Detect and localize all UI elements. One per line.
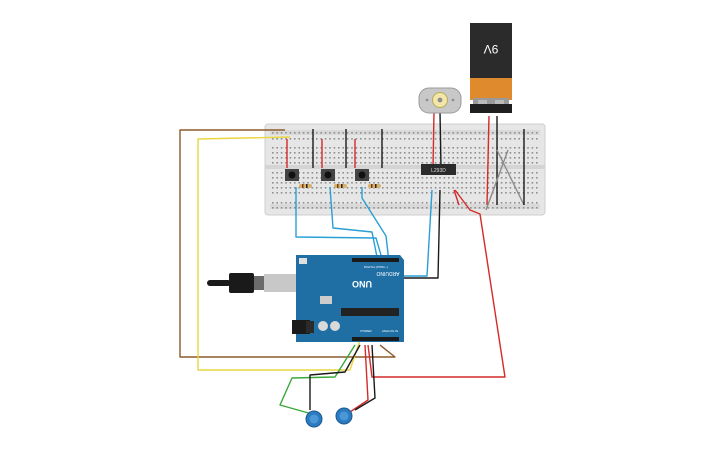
wire-gray-2 [496, 149, 525, 206]
potentiometer-icon[interactable] [335, 407, 353, 425]
wire-brown [179, 129, 396, 358]
pushbuttons [285, 169, 369, 181]
battery-label: 9V [484, 42, 499, 56]
arduino-model: UNO [352, 279, 372, 289]
arduino-power-label: POWER [360, 329, 372, 333]
ic-chip-icon [421, 164, 456, 175]
wire-blue-2 [329, 186, 379, 263]
wire-red-long [367, 189, 506, 378]
wire-blue-3 [361, 187, 390, 263]
arduino-analog-label: ANALOG IN [382, 329, 398, 333]
resistor-icon [368, 184, 381, 188]
resistor-icon [299, 184, 312, 188]
wire-black-pot [309, 344, 361, 410]
wire-motor-black [439, 111, 442, 169]
wire-yellow [197, 136, 361, 371]
pushbutton-icon [355, 169, 369, 181]
wire-battery-red [486, 115, 490, 206]
wire-green-pot [279, 344, 356, 415]
wire-motor-red [432, 111, 435, 169]
potentiometer-icon[interactable] [305, 410, 323, 428]
motor-icon[interactable] [418, 87, 462, 114]
resistor-icon [334, 184, 347, 188]
wire-blue-1 [295, 187, 384, 263]
breadboard[interactable] [264, 123, 546, 216]
pushbutton-icon [321, 169, 335, 181]
arduino-board[interactable]: ARDUINO UNO POWER ANALOG IN DIGITAL (PWM… [292, 255, 404, 342]
resistors [299, 184, 381, 188]
pushbutton-icon [285, 169, 299, 181]
wire-red-pot [349, 344, 369, 413]
driver-chip[interactable]: L293D [421, 164, 456, 175]
arduino-brand: ARDUINO [376, 270, 399, 276]
wire-black-pot2 [354, 344, 376, 411]
battery-icon[interactable]: 9V [470, 23, 512, 113]
driver-chip-label: L293D [431, 168, 446, 174]
arduino-digital-label: DIGITAL (PWM ~) [364, 265, 388, 269]
wire-gray-1 [485, 149, 509, 211]
usb-cable-icon[interactable] [207, 273, 298, 293]
